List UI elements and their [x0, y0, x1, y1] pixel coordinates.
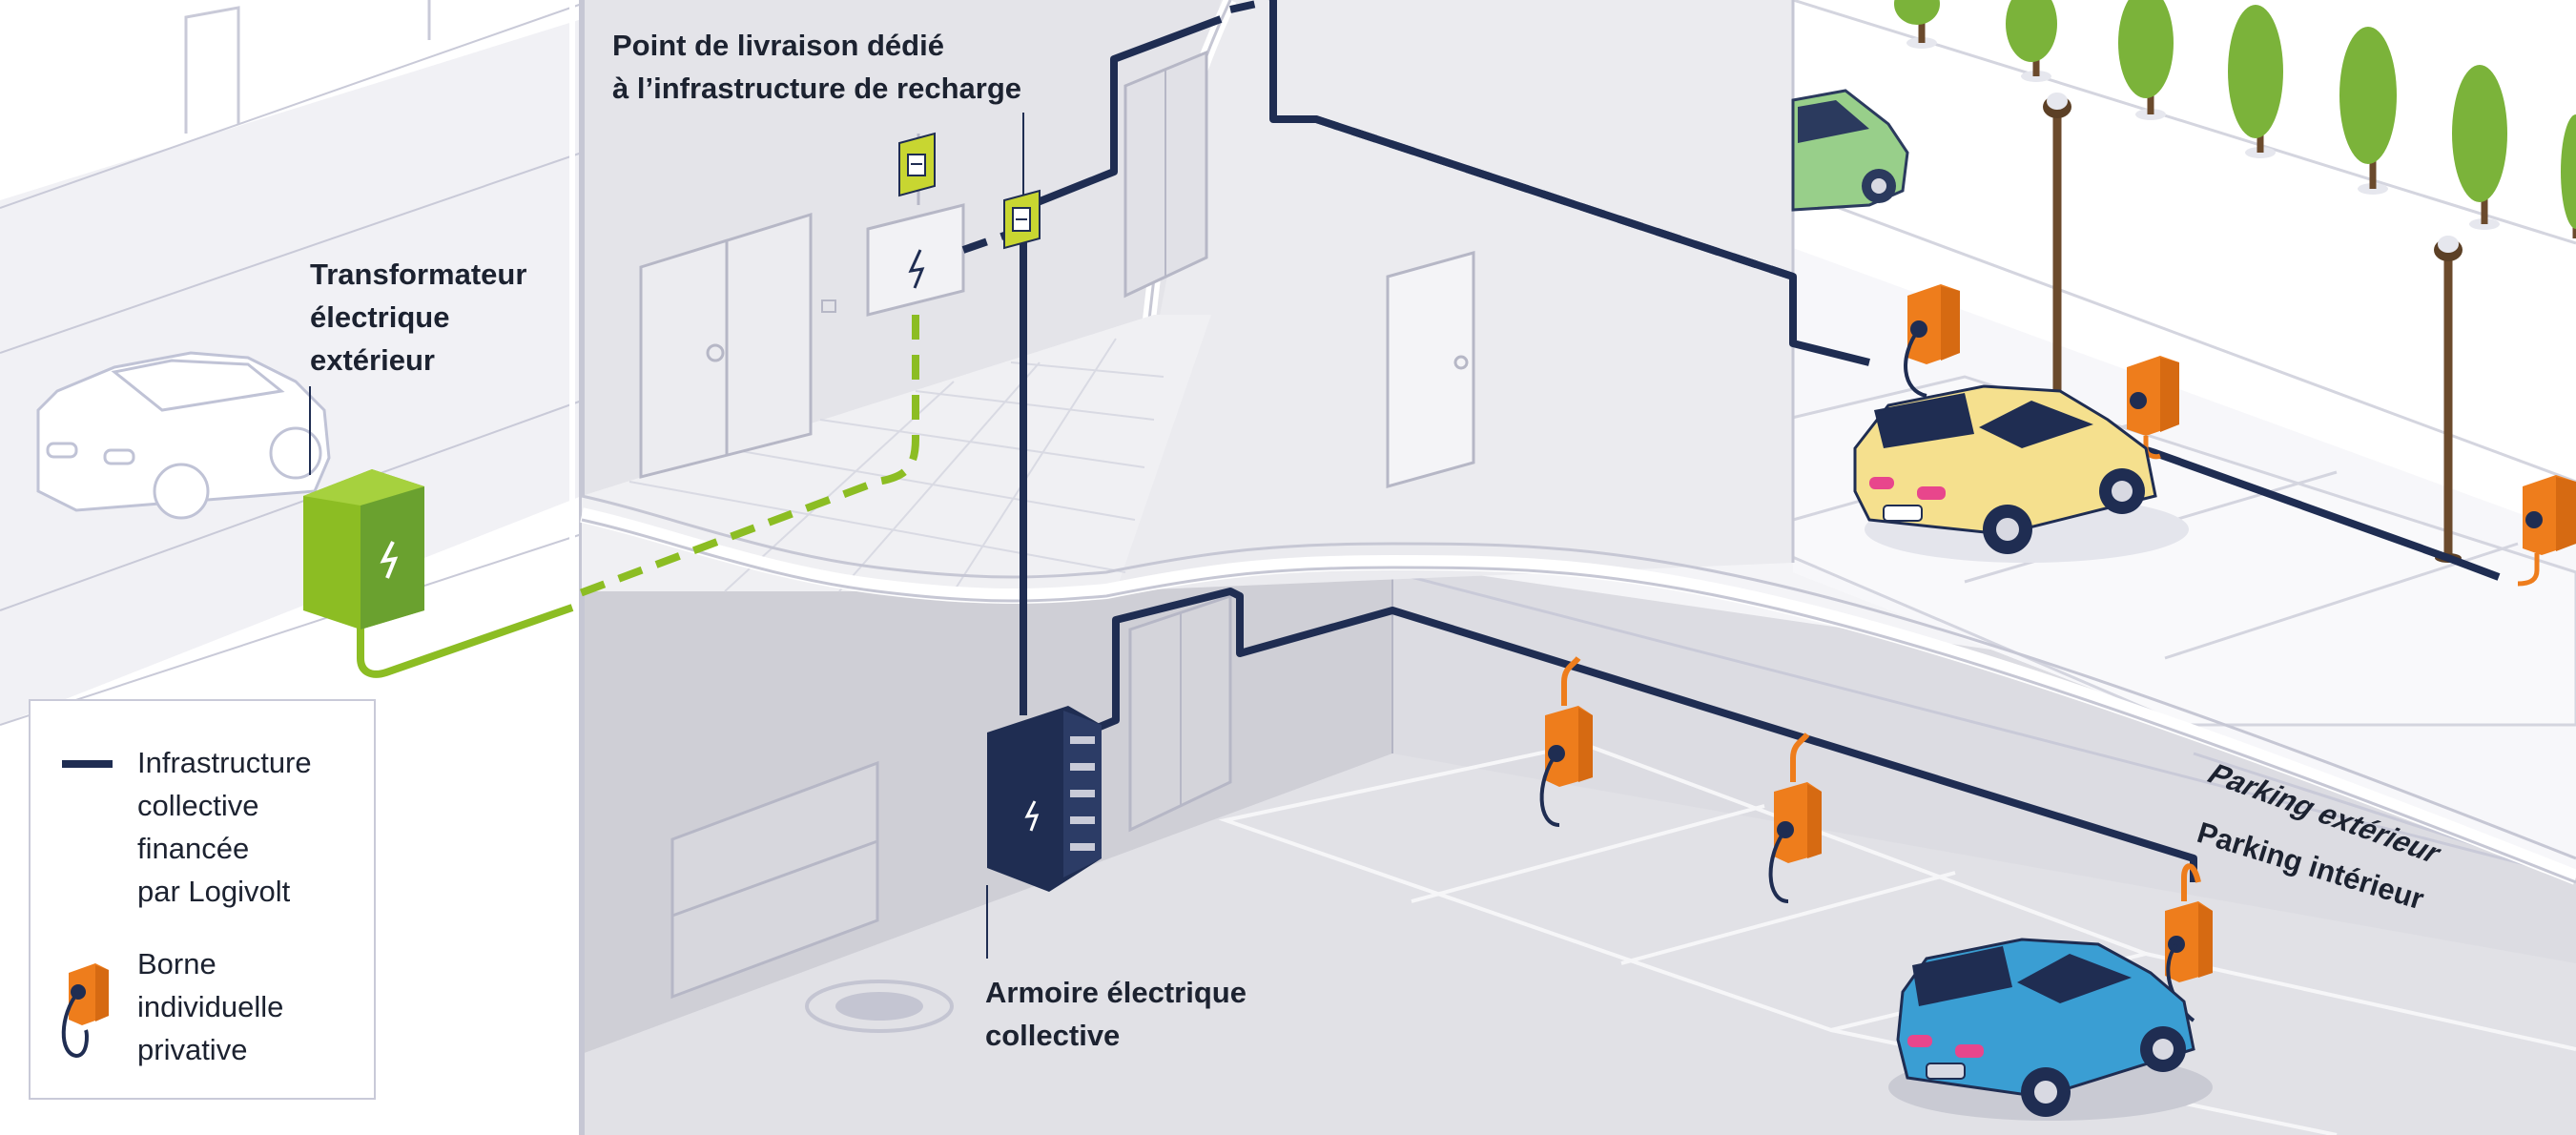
legend-collective-line-3: financée — [137, 832, 250, 865]
legend-private-line-3: privative — [137, 1033, 248, 1066]
legend-collective-text: Infrastructure collective financée par L… — [137, 741, 312, 913]
tree-icon — [1894, 0, 1940, 49]
charger-icon — [2127, 356, 2179, 460]
cabinet-label: Armoire électrique collective — [985, 971, 1247, 1057]
building — [569, 0, 2576, 1135]
parked-car-outline — [36, 351, 331, 520]
blue-car — [1888, 938, 2213, 1121]
legend-symbols — [61, 760, 113, 1059]
street-lamp — [2434, 236, 2463, 563]
legend-collective-line-1: Infrastructure — [137, 746, 312, 779]
charger-icon — [1768, 733, 1822, 903]
charger-icon — [1904, 284, 1960, 398]
charger-icon — [1539, 656, 1593, 827]
tree-icon — [2118, 0, 2174, 120]
charger-icon — [2165, 863, 2213, 1022]
transformer-line-2: électrique — [310, 300, 450, 334]
leader-lines — [309, 113, 1024, 959]
legend-private-text: Borne individuelle privative — [137, 942, 283, 1071]
meter-icon — [898, 132, 936, 205]
legend-collective-line-2: collective — [137, 789, 259, 822]
transformer-label: Transformateur électrique extérieur — [310, 253, 526, 382]
transformer-cable — [357, 604, 574, 678]
legend-private-line-2: individuelle — [137, 990, 284, 1023]
legend: Infrastructure collective financée par L… — [29, 699, 376, 1100]
charger-icon — [2517, 475, 2576, 587]
tree-icon — [2561, 114, 2576, 238]
delivery-point-label: Point de livraison dédié à l’infrastruct… — [612, 24, 1021, 110]
electrical-cabinet-icon — [987, 706, 1102, 892]
transformer-line-3: extérieur — [310, 343, 435, 377]
legend-collective-line-4: par Logivolt — [137, 875, 291, 908]
yellow-car — [1853, 384, 2189, 563]
tree-row — [1894, 0, 2576, 238]
legend-private-line-1: Borne — [137, 947, 216, 980]
dedicated-meter-icon — [1003, 143, 1041, 250]
tree-icon — [2228, 5, 2283, 158]
transformer-icon — [303, 469, 424, 629]
transformer-line-1: Transformateur — [310, 258, 527, 291]
green-car — [1791, 89, 1909, 212]
tree-icon — [2452, 65, 2507, 230]
tree-icon — [2006, 0, 2057, 82]
tree-icon — [2339, 27, 2397, 195]
charger-legend-icon — [61, 963, 109, 1059]
delivery-point-line-2: à l’infrastructure de recharge — [612, 72, 1021, 105]
delivery-point-line-1: Point de livraison dédié — [612, 29, 944, 62]
cabinet-line-1: Armoire électrique — [985, 976, 1247, 1009]
cabinet-line-2: collective — [985, 1019, 1121, 1052]
